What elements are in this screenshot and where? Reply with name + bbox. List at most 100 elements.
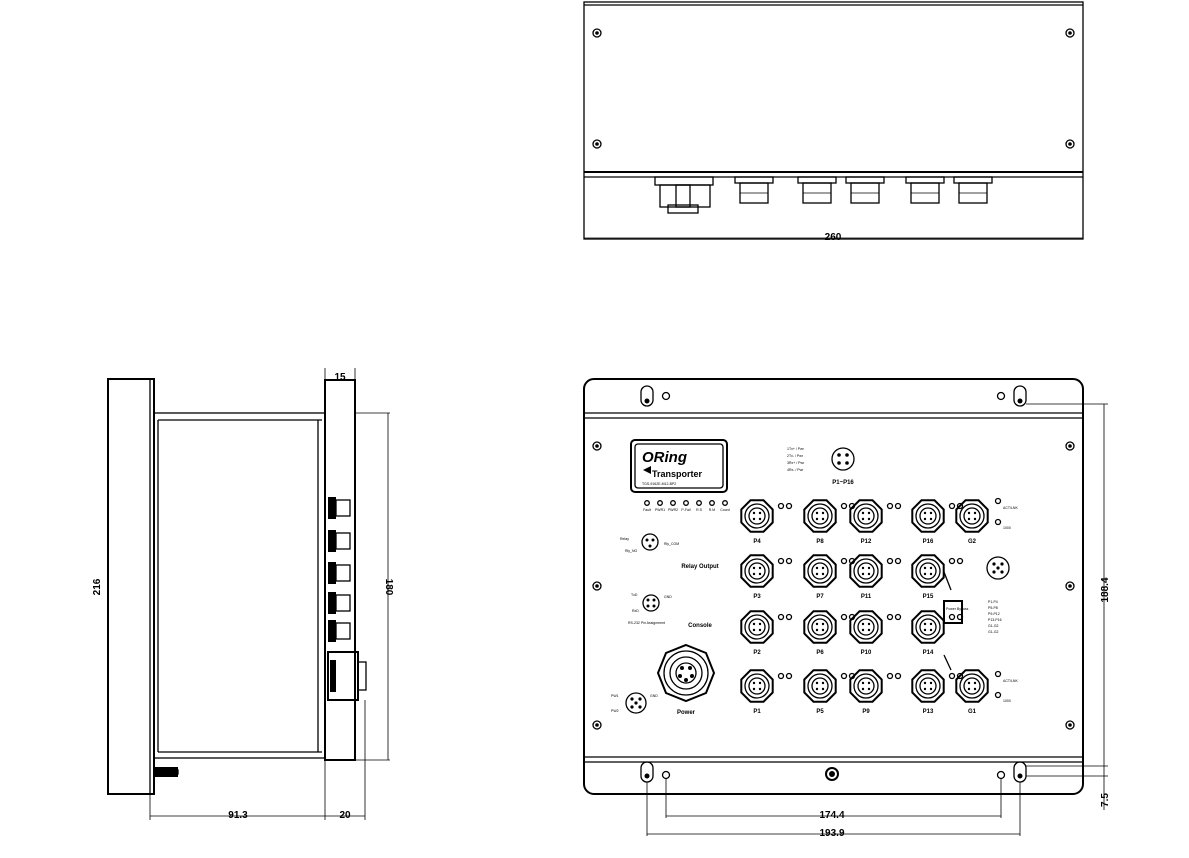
port-label: G1 — [968, 709, 977, 715]
port-label: P5 — [816, 709, 824, 715]
side-view: 216 180 15 91.3 20 — [92, 368, 394, 821]
port-p2 — [740, 610, 774, 644]
dim-front-inner-label: 174.4 — [819, 810, 844, 821]
right-list-item: P5-P8 — [988, 606, 998, 610]
dim-side-height: 216 — [92, 578, 103, 595]
port-p13 — [911, 669, 945, 703]
front-mount-slots — [640, 385, 1027, 783]
top-view-connectors — [654, 176, 993, 214]
top-connector — [734, 176, 774, 204]
port-label: P11 — [861, 594, 872, 600]
dim-side-depth-label: 91.3 — [228, 810, 248, 821]
side-front-plate — [324, 379, 356, 761]
power-label: Power — [677, 710, 696, 716]
front-view: ORing Transporter TGS-9162E-M12-BP2 Faul… — [583, 378, 1111, 839]
dim-side-inner-label: 180 — [383, 579, 394, 596]
status-led-label: P-Fail — [681, 508, 690, 512]
port-p16 — [911, 499, 945, 533]
g2-led-1: ACT/LNK — [1003, 506, 1018, 510]
port-p15 — [911, 554, 945, 588]
top-view: 260 — [583, 1, 1084, 243]
front-outline — [583, 378, 1084, 795]
dim-top-width-label: 260 — [825, 232, 842, 243]
model-name: TGS-9162E-M12-BP2 — [642, 482, 676, 486]
port-label: P9 — [862, 709, 870, 715]
dim-front-spans: 174.4 193.9 — [646, 779, 1021, 839]
port-label: P13 — [923, 709, 934, 715]
pin-legend-1: 1Tx+ / Pwr — [787, 447, 805, 451]
port-label: P3 — [753, 594, 761, 600]
power-connector: Power PW1 PW2 GND — [611, 643, 716, 716]
console-port: TxD RxD GND RS-232 Pin Assignment Consol… — [628, 593, 712, 629]
power-pin-2: PW2 — [611, 709, 619, 713]
relay-pin-2: Rly_NO — [625, 549, 638, 553]
front-panel-screws — [592, 441, 1075, 730]
right-side-items: ACT/LNK 1000 ACT/LNK 1000 P1-P4P5-P8P9-P… — [943, 497, 1018, 703]
dim-top-width: 260 — [584, 232, 1083, 243]
right-list-item: G1-G2 — [988, 630, 999, 634]
p-pinout-label: P1~P16 — [832, 480, 854, 486]
port-label: P8 — [816, 539, 824, 545]
relay-pin-3: Rly_COM — [664, 542, 679, 546]
port-p4 — [740, 499, 774, 533]
port-p5 — [803, 669, 837, 703]
port-p6 — [803, 610, 837, 644]
port-label: G2 — [968, 539, 977, 545]
port-p1 — [740, 669, 774, 703]
port-label: P1 — [753, 709, 761, 715]
port-label: P16 — [923, 539, 934, 545]
right-list-item: P1-P4 — [988, 600, 998, 604]
bypass-label: Power Bypass — [946, 607, 969, 611]
status-led-label: PWR1 — [655, 508, 665, 512]
status-led — [709, 500, 715, 506]
g1-led-1: ACT/LNK — [1003, 679, 1018, 683]
pin-legend-4: 4Rx- / Pwr — [787, 468, 804, 472]
pin-legend-3: 3Rx+ / Pwr — [787, 461, 805, 465]
g2-led-2: 1000 — [1003, 526, 1011, 530]
port-label: P12 — [861, 539, 872, 545]
right-list-item: G1-G2 — [988, 624, 999, 628]
dim-side-height-label: 216 — [92, 578, 103, 595]
status-led-label: Fault — [643, 508, 651, 512]
dim-side-inner: 180 — [355, 412, 394, 761]
status-led — [670, 500, 676, 506]
top-connector — [797, 176, 837, 204]
port-p10 — [849, 610, 883, 644]
port-label: P2 — [753, 650, 761, 656]
port-label: P6 — [816, 650, 824, 656]
power-pin-3: GND — [650, 694, 658, 698]
port-p7 — [803, 554, 837, 588]
top-connector — [905, 176, 945, 204]
dim-front-height: 188.4 7.5 — [1026, 403, 1111, 810]
console-pin-assign: RS-232 Pin Assignment — [628, 621, 665, 625]
port-label: P4 — [753, 539, 761, 545]
side-back-plate — [107, 378, 155, 795]
port-label: P7 — [816, 594, 824, 600]
dim-side-depth: 91.3 20 — [149, 700, 366, 821]
port-label: P10 — [861, 650, 872, 656]
top-connector — [953, 176, 993, 204]
console-pin-2: RxD — [632, 609, 639, 613]
status-led-label: R.S — [696, 508, 703, 512]
relay-output: Relay Rly_NO Rly_COM Relay Output — [620, 533, 719, 570]
p-pinout: P1~P16 1Tx+ / Pwr 2Tx- / Pwr 3Rx+ / Pwr … — [787, 447, 855, 486]
console-pin-3: GND — [664, 595, 672, 599]
logo-plate: ORing Transporter TGS-9162E-M12-BP2 — [630, 439, 728, 493]
port-p11 — [849, 554, 883, 588]
status-led-label: Coord — [720, 508, 730, 512]
top-connector — [845, 176, 885, 204]
brand-logo: ORing — [642, 449, 687, 466]
port-label: P15 — [923, 594, 934, 600]
status-led — [657, 500, 663, 506]
port-p12 — [849, 499, 883, 533]
status-led — [696, 500, 702, 506]
dim-side-top-label: 15 — [334, 372, 346, 383]
console-label: Console — [688, 623, 712, 629]
relay-pin-1: Relay — [620, 537, 629, 541]
port-p9 — [849, 669, 883, 703]
port-g2 — [955, 499, 989, 533]
dim-front-offset-label: 7.5 — [1100, 793, 1111, 807]
